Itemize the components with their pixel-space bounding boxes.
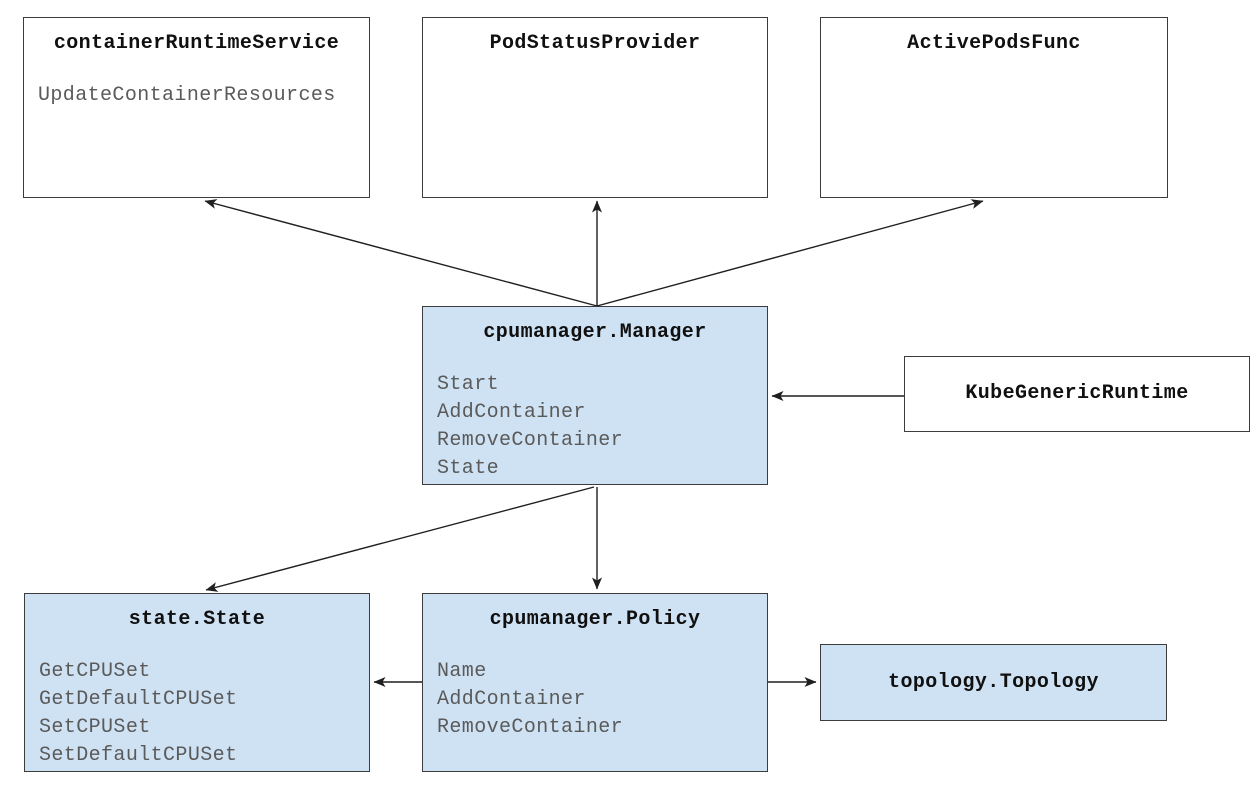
node-method: GetCPUSet (39, 660, 151, 683)
node-activepodsfunc: ActivePodsFunc (820, 17, 1168, 198)
node-method: AddContainer (437, 688, 586, 711)
node-title: PodStatusProvider (489, 32, 701, 55)
node-title: KubeGenericRuntime (965, 382, 1189, 405)
node-method: State (437, 457, 500, 480)
node-method: UpdateContainerResources (38, 84, 336, 107)
node-method-list: UpdateContainerResources (24, 82, 369, 110)
node-method: Start (437, 373, 500, 396)
node-title: state.State (128, 608, 266, 631)
node-podstatusprovider: PodStatusProvider (422, 17, 768, 198)
node-title: cpumanager.Manager (483, 321, 707, 344)
node-kubegenericruntime: KubeGenericRuntime (904, 356, 1250, 432)
arrow-cpumanager-manager-to-state-state (205, 486, 595, 592)
node-title: ActivePodsFunc (907, 32, 1081, 55)
arrow-cpumanager-manager-to-containerruntimeservice (204, 199, 598, 307)
node-method: SetCPUSet (39, 716, 151, 739)
node-method: SetDefaultCPUSet (39, 744, 238, 767)
node-topology-topology: topology.Topology (820, 644, 1167, 721)
node-title: containerRuntimeService (53, 32, 340, 55)
node-method: Name (437, 660, 487, 683)
arrow-cpumanager-manager-to-activepodsfunc (596, 199, 984, 307)
node-title: topology.Topology (888, 670, 1099, 694)
node-method: GetDefaultCPUSet (39, 688, 238, 711)
node-method: RemoveContainer (437, 429, 624, 452)
node-method: RemoveContainer (437, 716, 624, 739)
node-method: AddContainer (437, 401, 586, 424)
node-title: cpumanager.Policy (489, 608, 701, 631)
